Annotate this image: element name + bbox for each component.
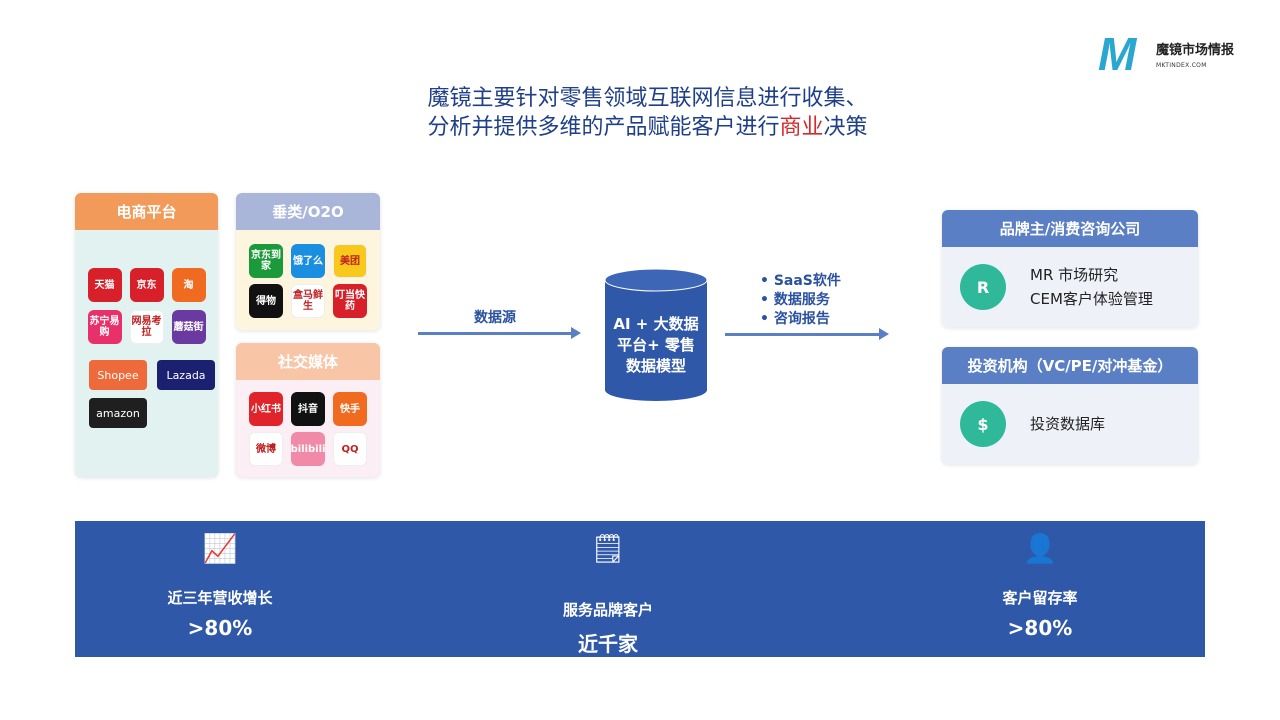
output-label: 咨询报告: [773, 311, 830, 327]
app-icon: 得物: [249, 284, 283, 318]
app-icon: QQ: [333, 432, 367, 466]
app-icon: 网易考拉: [129, 310, 164, 344]
logo-url: MKTINDEX.COM: [1156, 62, 1207, 69]
growth-chart-icon: 📈: [202, 532, 238, 565]
app-icon: 京东: [129, 268, 164, 302]
stat-value: >80%: [187, 616, 253, 640]
client-service: CEM客户体验管理: [1030, 290, 1153, 308]
app-icon: Shopee: [89, 360, 147, 390]
app-icon: 微博: [249, 432, 283, 466]
app-icon: 快手: [333, 392, 367, 426]
stat-value: 近千家: [578, 632, 638, 656]
user-icon: 👤: [1022, 532, 1058, 565]
app-icon: 京东到家: [249, 244, 283, 278]
app-icon: 小红书: [249, 392, 283, 426]
app-icon: 叮当快药: [333, 284, 367, 318]
app-icon: 苏宁易购: [87, 310, 122, 344]
stat-revenue-growth: 📈 近三年营收增长 >80%: [110, 529, 330, 640]
app-icon: 美团: [333, 244, 367, 278]
app-icon: 饿了么: [291, 244, 325, 278]
title-text: 分析并提供多维的产品赋能客户进行: [427, 115, 780, 140]
logo-mark-icon: M: [1098, 28, 1137, 80]
output-label: SaaS软件: [773, 273, 841, 289]
stat-label: 近三年营收增长: [167, 589, 273, 607]
output-item: • SaaS软件: [760, 273, 841, 289]
research-icon: R: [960, 264, 1006, 310]
page-title: 魔镜主要针对零售领域互联网信息进行收集、 分析并提供多维的产品赋能客户进行商业决…: [0, 84, 1280, 142]
title-line-1: 魔镜主要针对零售领域互联网信息进行收集、: [427, 86, 868, 111]
arrow-right-icon: [725, 328, 889, 340]
document-icon: 🗒: [590, 532, 626, 565]
app-icon: 天猫: [87, 268, 122, 302]
output-item: • 咨询报告: [760, 311, 830, 327]
client-service: MR 市场研究: [1030, 266, 1119, 284]
stats-band: 📈 近三年营收增长 >80% 🗒 服务品牌客户 近千家 👤 客户留存率 >80%: [75, 521, 1205, 657]
app-icon: 淘: [171, 268, 206, 302]
panel-title: 品牌主/消费咨询公司: [942, 210, 1198, 247]
app-icon: Lazada: [157, 360, 215, 390]
client-panel-investors: 投资机构（VC/PE/对冲基金） $ 投资数据库: [942, 347, 1198, 464]
app-icon: 抖音: [291, 392, 325, 426]
coins-icon: $: [960, 401, 1006, 447]
panel-title: 垂类/O2O: [236, 193, 380, 230]
logo: M 魔镜市场情报 MKTINDEX.COM: [1098, 28, 1235, 80]
stat-retention: 👤 客户留存率 >80%: [930, 529, 1150, 640]
client-service: 投资数据库: [1030, 415, 1106, 433]
panel-title: 投资机构（VC/PE/对冲基金）: [942, 347, 1198, 384]
app-icon: 盒马鲜生: [291, 284, 325, 318]
core-line: 数据模型: [625, 357, 686, 375]
title-line-2: 分析并提供多维的产品赋能客户进行商业决策: [15, 113, 1280, 142]
arrow-right-icon: [418, 327, 581, 339]
app-icon: 蘑菇街: [171, 310, 206, 344]
title-text: 决策: [823, 115, 868, 140]
stat-label: 服务品牌客户: [562, 601, 653, 619]
database-cylinder-icon: [604, 268, 708, 401]
stat-value: >80%: [1007, 616, 1073, 640]
core-line: AI + 大数据: [613, 315, 699, 333]
app-icon: amazon: [89, 398, 147, 428]
panel-title: 电商平台: [75, 193, 218, 230]
panel-title: 社交媒体: [236, 343, 380, 380]
vertical-panel: 垂类/O2O 京东到家饿了么美团得物盒马鲜生叮当快药: [236, 193, 380, 330]
outputs-list: • SaaS软件 • 数据服务 • 咨询报告: [760, 272, 841, 329]
app-icon: bilibili: [291, 432, 325, 466]
output-label: 数据服务: [773, 292, 830, 308]
stat-brand-clients: 🗒 服务品牌客户 近千家: [498, 529, 718, 657]
core-platform: AI + 大数据 平台+ 零售 数据模型: [604, 268, 708, 402]
core-line: 平台+ 零售: [617, 336, 695, 354]
title-highlight: 商业: [779, 115, 824, 140]
source-label: 数据源: [474, 310, 516, 326]
stat-label: 客户留存率: [1002, 589, 1078, 607]
client-panel-brands: 品牌主/消费咨询公司 R MR 市场研究 CEM客户体验管理: [942, 210, 1198, 327]
output-item: • 数据服务: [760, 292, 830, 308]
ecommerce-panel: 电商平台 天猫京东淘苏宁易购网易考拉蘑菇街 Shopee Lazada amazon: [75, 193, 218, 477]
logo-name: 魔镜市场情报: [1156, 43, 1235, 58]
